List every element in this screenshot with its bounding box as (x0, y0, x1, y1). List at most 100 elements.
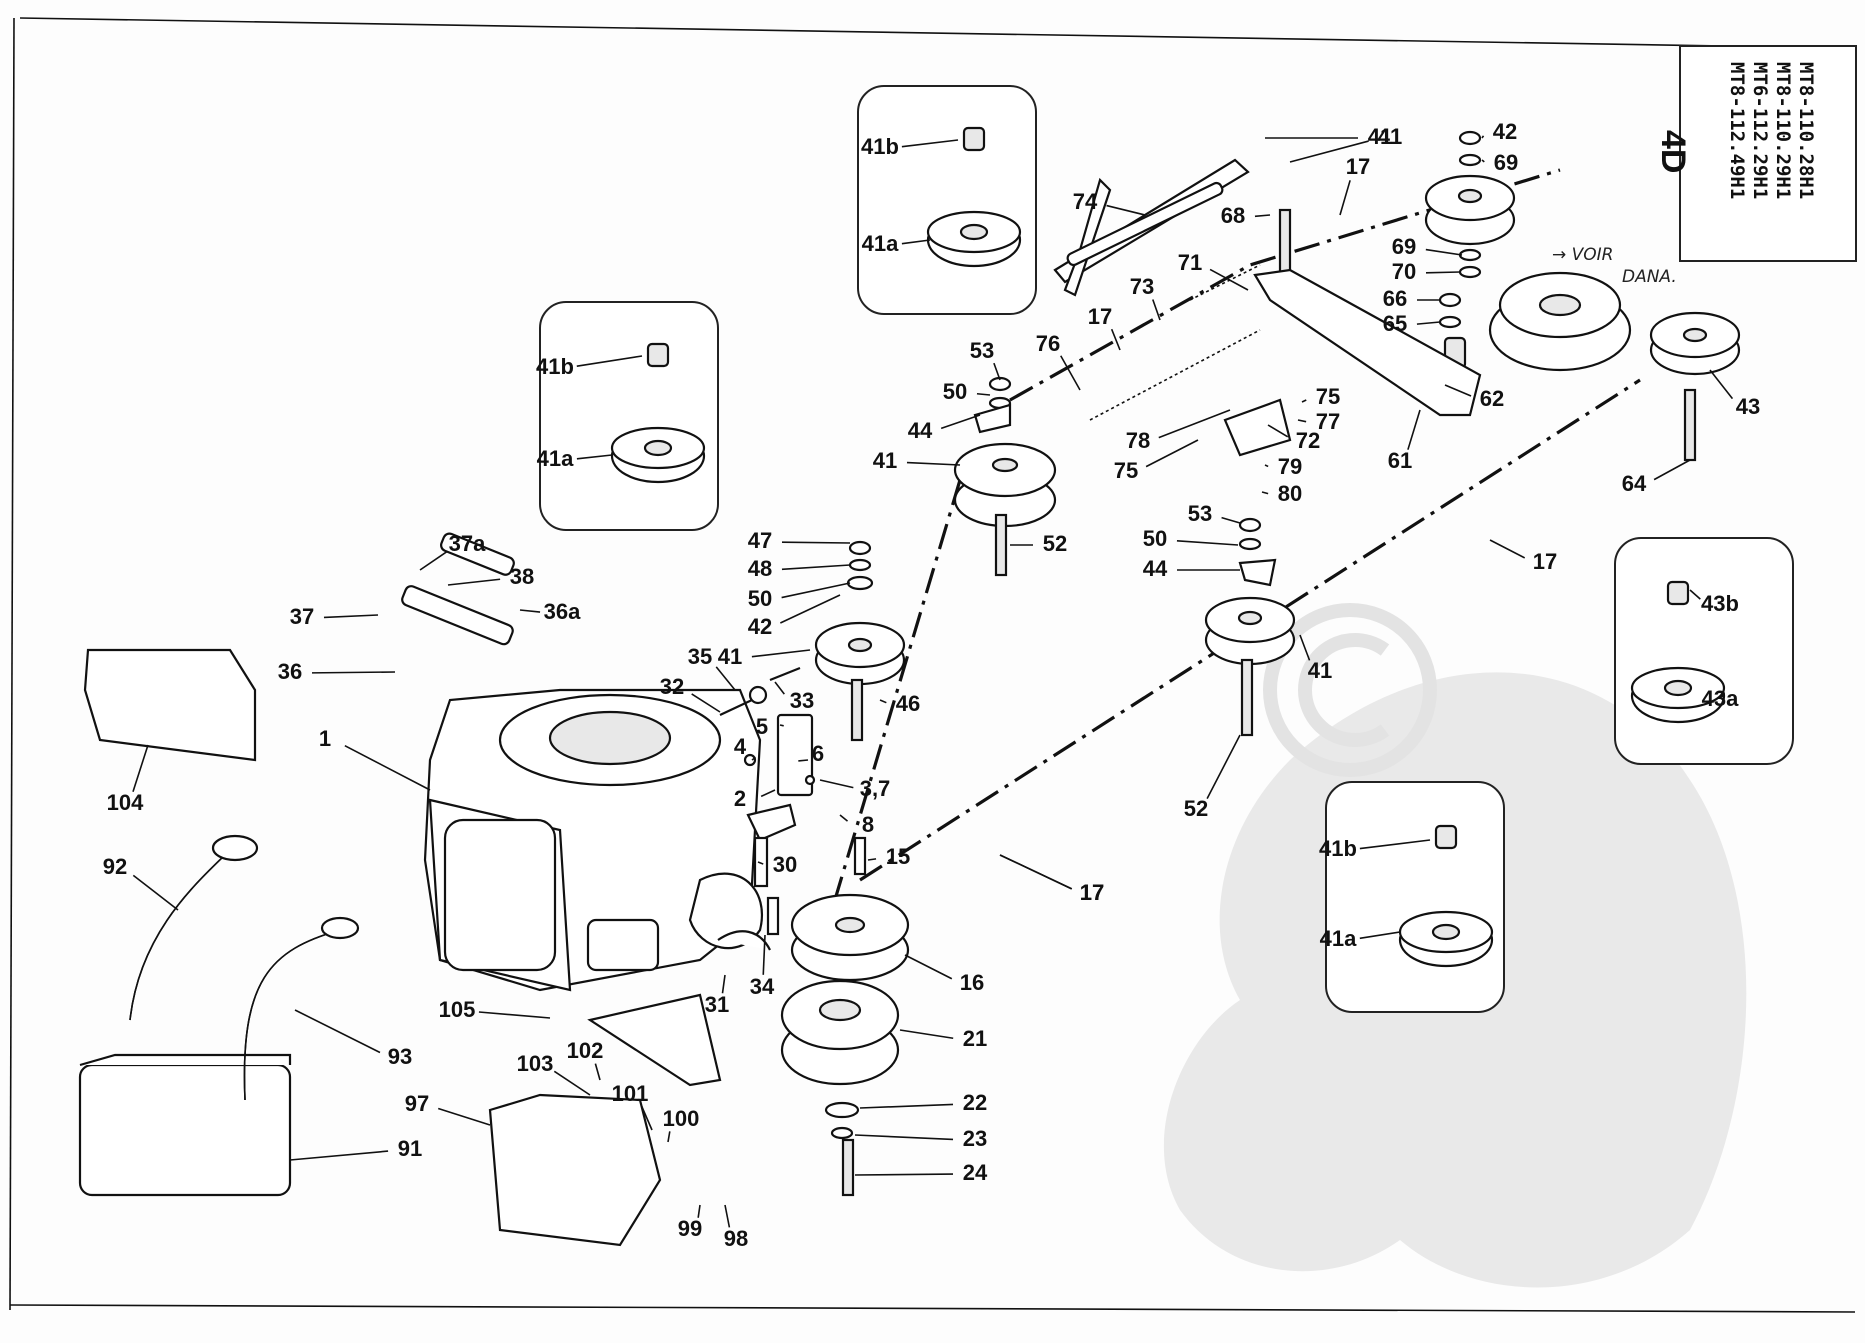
callout-label-41: 41 (718, 644, 742, 669)
callout-label-92: 92 (103, 854, 127, 879)
leader-line (1206, 734, 1241, 799)
callout-label-66: 66 (1383, 286, 1407, 311)
callout-label-48: 48 (748, 556, 772, 581)
callout-label-76: 76 (1036, 331, 1060, 356)
leader-line (640, 1105, 653, 1131)
leader-line (779, 594, 841, 624)
callout-label-16: 16 (960, 970, 984, 995)
callout-label-41: 41 (1378, 124, 1402, 149)
callout-label-37: 3,7 (860, 776, 891, 801)
leader-line (419, 550, 449, 571)
callout-label-62: 62 (1480, 386, 1504, 411)
leader-line (1653, 459, 1691, 481)
callout-label-80: 80 (1278, 481, 1302, 506)
callout-label-17: 17 (1533, 549, 1557, 574)
callout-label-52: 52 (1184, 796, 1208, 821)
callout-label-22: 22 (963, 1090, 987, 1115)
callout-label-104: 104 (107, 790, 144, 815)
callout-label-73: 73 (1130, 274, 1154, 299)
callout-label-93: 93 (388, 1044, 412, 1069)
leader-line (1221, 516, 1241, 524)
model-line-1: MT8-110.28H1 (1795, 62, 1817, 199)
leader-line (1158, 409, 1231, 439)
callout-label-38: 38 (510, 564, 534, 589)
callout-label-37: 37 (290, 604, 314, 629)
leader-line (751, 756, 757, 761)
callout-label-69: 69 (1494, 150, 1518, 175)
leader-line (1359, 931, 1401, 940)
callout-label-44: 44 (908, 418, 933, 443)
callout-label-32: 32 (660, 674, 684, 699)
callout-label-36a: 36a (544, 599, 581, 624)
leader-line (901, 139, 959, 148)
callout-label-68: 68 (1221, 203, 1245, 228)
leader-line (976, 392, 991, 396)
leader-line (1267, 424, 1289, 438)
leader-line (132, 874, 179, 911)
leader-line (1176, 539, 1239, 546)
leader-line (721, 974, 726, 994)
callout-label-41a: 41a (537, 446, 574, 471)
leader-line (854, 1173, 954, 1176)
callout-label-50: 50 (1143, 526, 1167, 551)
callout-label-64: 64 (1622, 471, 1647, 496)
callout-label-8: 8 (862, 812, 874, 837)
leader-line (697, 1204, 701, 1218)
leader-line (553, 1070, 591, 1096)
callout-label-41b: 41b (861, 134, 899, 159)
callout-label-21: 21 (963, 1026, 987, 1051)
leader-line (901, 239, 931, 245)
leader-line (1489, 539, 1526, 559)
callout-label-101: 101 (612, 1081, 649, 1106)
leader-line (576, 454, 613, 460)
leader-line (1481, 135, 1485, 139)
leader-line (906, 461, 961, 466)
leader-line (1297, 419, 1307, 423)
leader-line (1060, 355, 1081, 391)
leader-line (839, 814, 849, 822)
callout-label-74: 74 (1073, 189, 1098, 214)
leader-line (999, 854, 1073, 890)
callout-label-35: 35 (688, 644, 712, 669)
callout-label-50: 50 (943, 379, 967, 404)
leader-line (1444, 384, 1472, 397)
callout-label-75: 75 (1114, 458, 1138, 483)
leader-line (940, 414, 981, 430)
leader-line (1301, 399, 1307, 403)
callout-label-105: 105 (439, 997, 476, 1022)
callout-label-79: 79 (1278, 454, 1302, 479)
callout-label-1: 1 (319, 726, 331, 751)
callout-label-61: 61 (1388, 448, 1412, 473)
callout-label-37a: 37a (449, 531, 486, 556)
callout-label-2: 2 (734, 786, 746, 811)
callout-label-103: 103 (517, 1051, 554, 1076)
callout-label-77: 77 (1316, 409, 1340, 434)
callout-label-4: 4 (734, 734, 747, 759)
leader-line (691, 693, 721, 713)
leader-line (798, 759, 809, 762)
leader-line (519, 609, 541, 613)
engine-assembly (423, 688, 763, 992)
leader-line (781, 564, 851, 571)
callout-label-24: 24 (963, 1160, 988, 1185)
callout-label-97: 97 (405, 1091, 429, 1116)
leader-line (1254, 214, 1271, 218)
leader-line (904, 954, 953, 980)
section-number: 4D (1654, 130, 1692, 173)
callout-label-69: 69 (1392, 234, 1416, 259)
leader-line (762, 934, 766, 975)
callout-leader-lines (132, 135, 1734, 1228)
callout-label-33: 33 (790, 688, 814, 713)
callout-label-41a: 41a (1320, 926, 1357, 951)
leader-line (1264, 464, 1269, 468)
callout-label-102: 102 (567, 1038, 604, 1063)
callout-label-71: 71 (1178, 250, 1202, 275)
callout-label-17: 17 (1088, 304, 1112, 329)
model-title-block: 4D MT8-110.28H1 MT8-110.29H1 MT6-112.29H… (1654, 45, 1857, 262)
leader-line (1689, 589, 1701, 600)
callout-label-98: 98 (724, 1226, 748, 1251)
leader-line (819, 779, 854, 789)
callout-label-6: 6 (812, 741, 824, 766)
